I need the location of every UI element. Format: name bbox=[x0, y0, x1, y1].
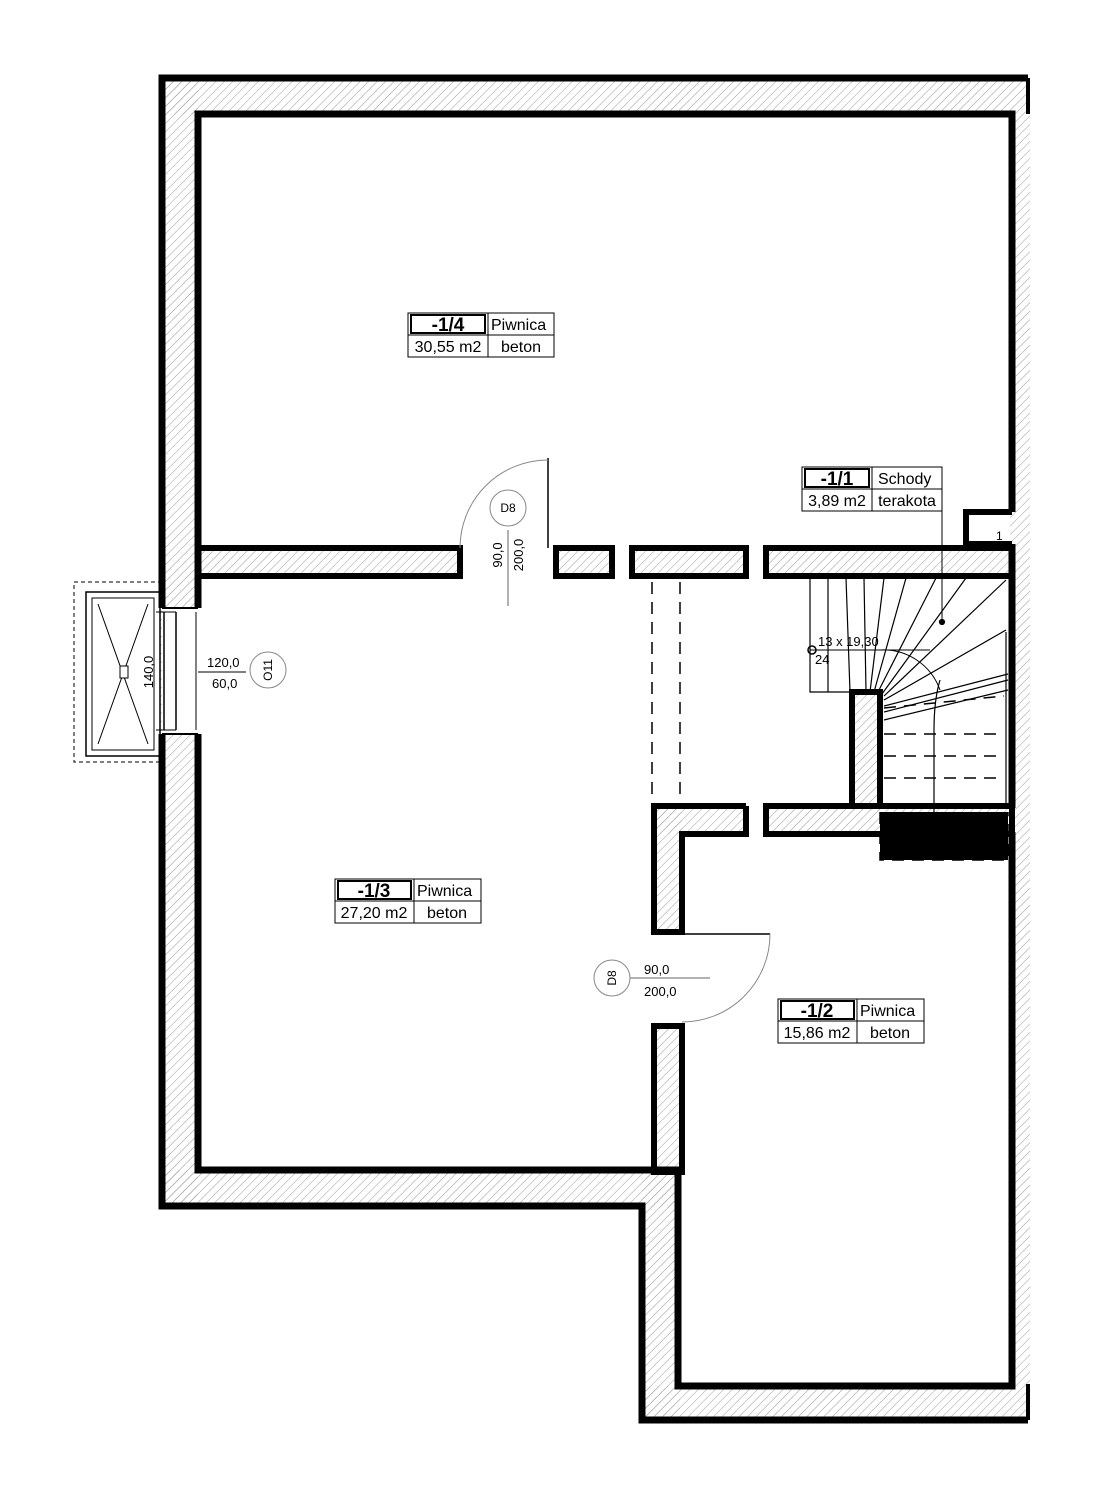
room-floor: terakota bbox=[878, 493, 936, 510]
exterior-insulation bbox=[160, 78, 1030, 1422]
window-o11 bbox=[73, 581, 287, 763]
stairs-dashed-treads bbox=[879, 695, 1009, 861]
door-lower bbox=[593, 933, 771, 1023]
room-id: -1/1 bbox=[821, 469, 854, 490]
room-floor: beton bbox=[427, 905, 467, 922]
door-upper-width: 90,0 bbox=[490, 542, 505, 567]
room-name: Piwnica bbox=[417, 883, 472, 900]
room-area: 30,55 m2 bbox=[415, 339, 482, 356]
door-lower-width: 90,0 bbox=[644, 962, 669, 977]
door-upper bbox=[459, 458, 549, 606]
room-id: -1/2 bbox=[801, 1001, 834, 1022]
room-area: 27,20 m2 bbox=[341, 905, 408, 922]
room-floor: beton bbox=[501, 339, 541, 356]
exterior-walls bbox=[158, 74, 1030, 1424]
room-tag-1-4 bbox=[407, 312, 555, 358]
window-width: 120,0 bbox=[207, 655, 240, 670]
stairs-marker: 1 bbox=[996, 529, 1003, 543]
room-area: 3,89 m2 bbox=[808, 493, 866, 510]
room-name: Piwnica bbox=[860, 1003, 915, 1020]
room-tag-1-1 bbox=[801, 466, 943, 512]
room-tag-1-2 bbox=[777, 998, 925, 1044]
room-tag-1-3 bbox=[334, 878, 482, 924]
room-name: Piwnica bbox=[491, 317, 546, 334]
overhead-beam bbox=[651, 582, 681, 802]
window-well-size: 140,0 bbox=[141, 656, 156, 689]
window-sill: 60,0 bbox=[212, 676, 237, 691]
door-lower-height: 200,0 bbox=[644, 984, 677, 999]
window-symbol: O11 bbox=[261, 659, 275, 681]
door-upper-height: 200,0 bbox=[511, 539, 526, 572]
room-area: 15,86 m2 bbox=[784, 1025, 851, 1042]
room-name: Schody bbox=[878, 471, 931, 488]
door-lower-symbol: D8 bbox=[605, 970, 619, 986]
stairs-steps: 13 x 19,30 bbox=[818, 634, 879, 649]
stairs-depth: 24 bbox=[815, 652, 829, 667]
room-id: -1/3 bbox=[358, 881, 391, 902]
room-floor: beton bbox=[870, 1025, 910, 1042]
door-upper-symbol: D8 bbox=[500, 501, 516, 515]
room-id: -1/4 bbox=[432, 315, 465, 336]
